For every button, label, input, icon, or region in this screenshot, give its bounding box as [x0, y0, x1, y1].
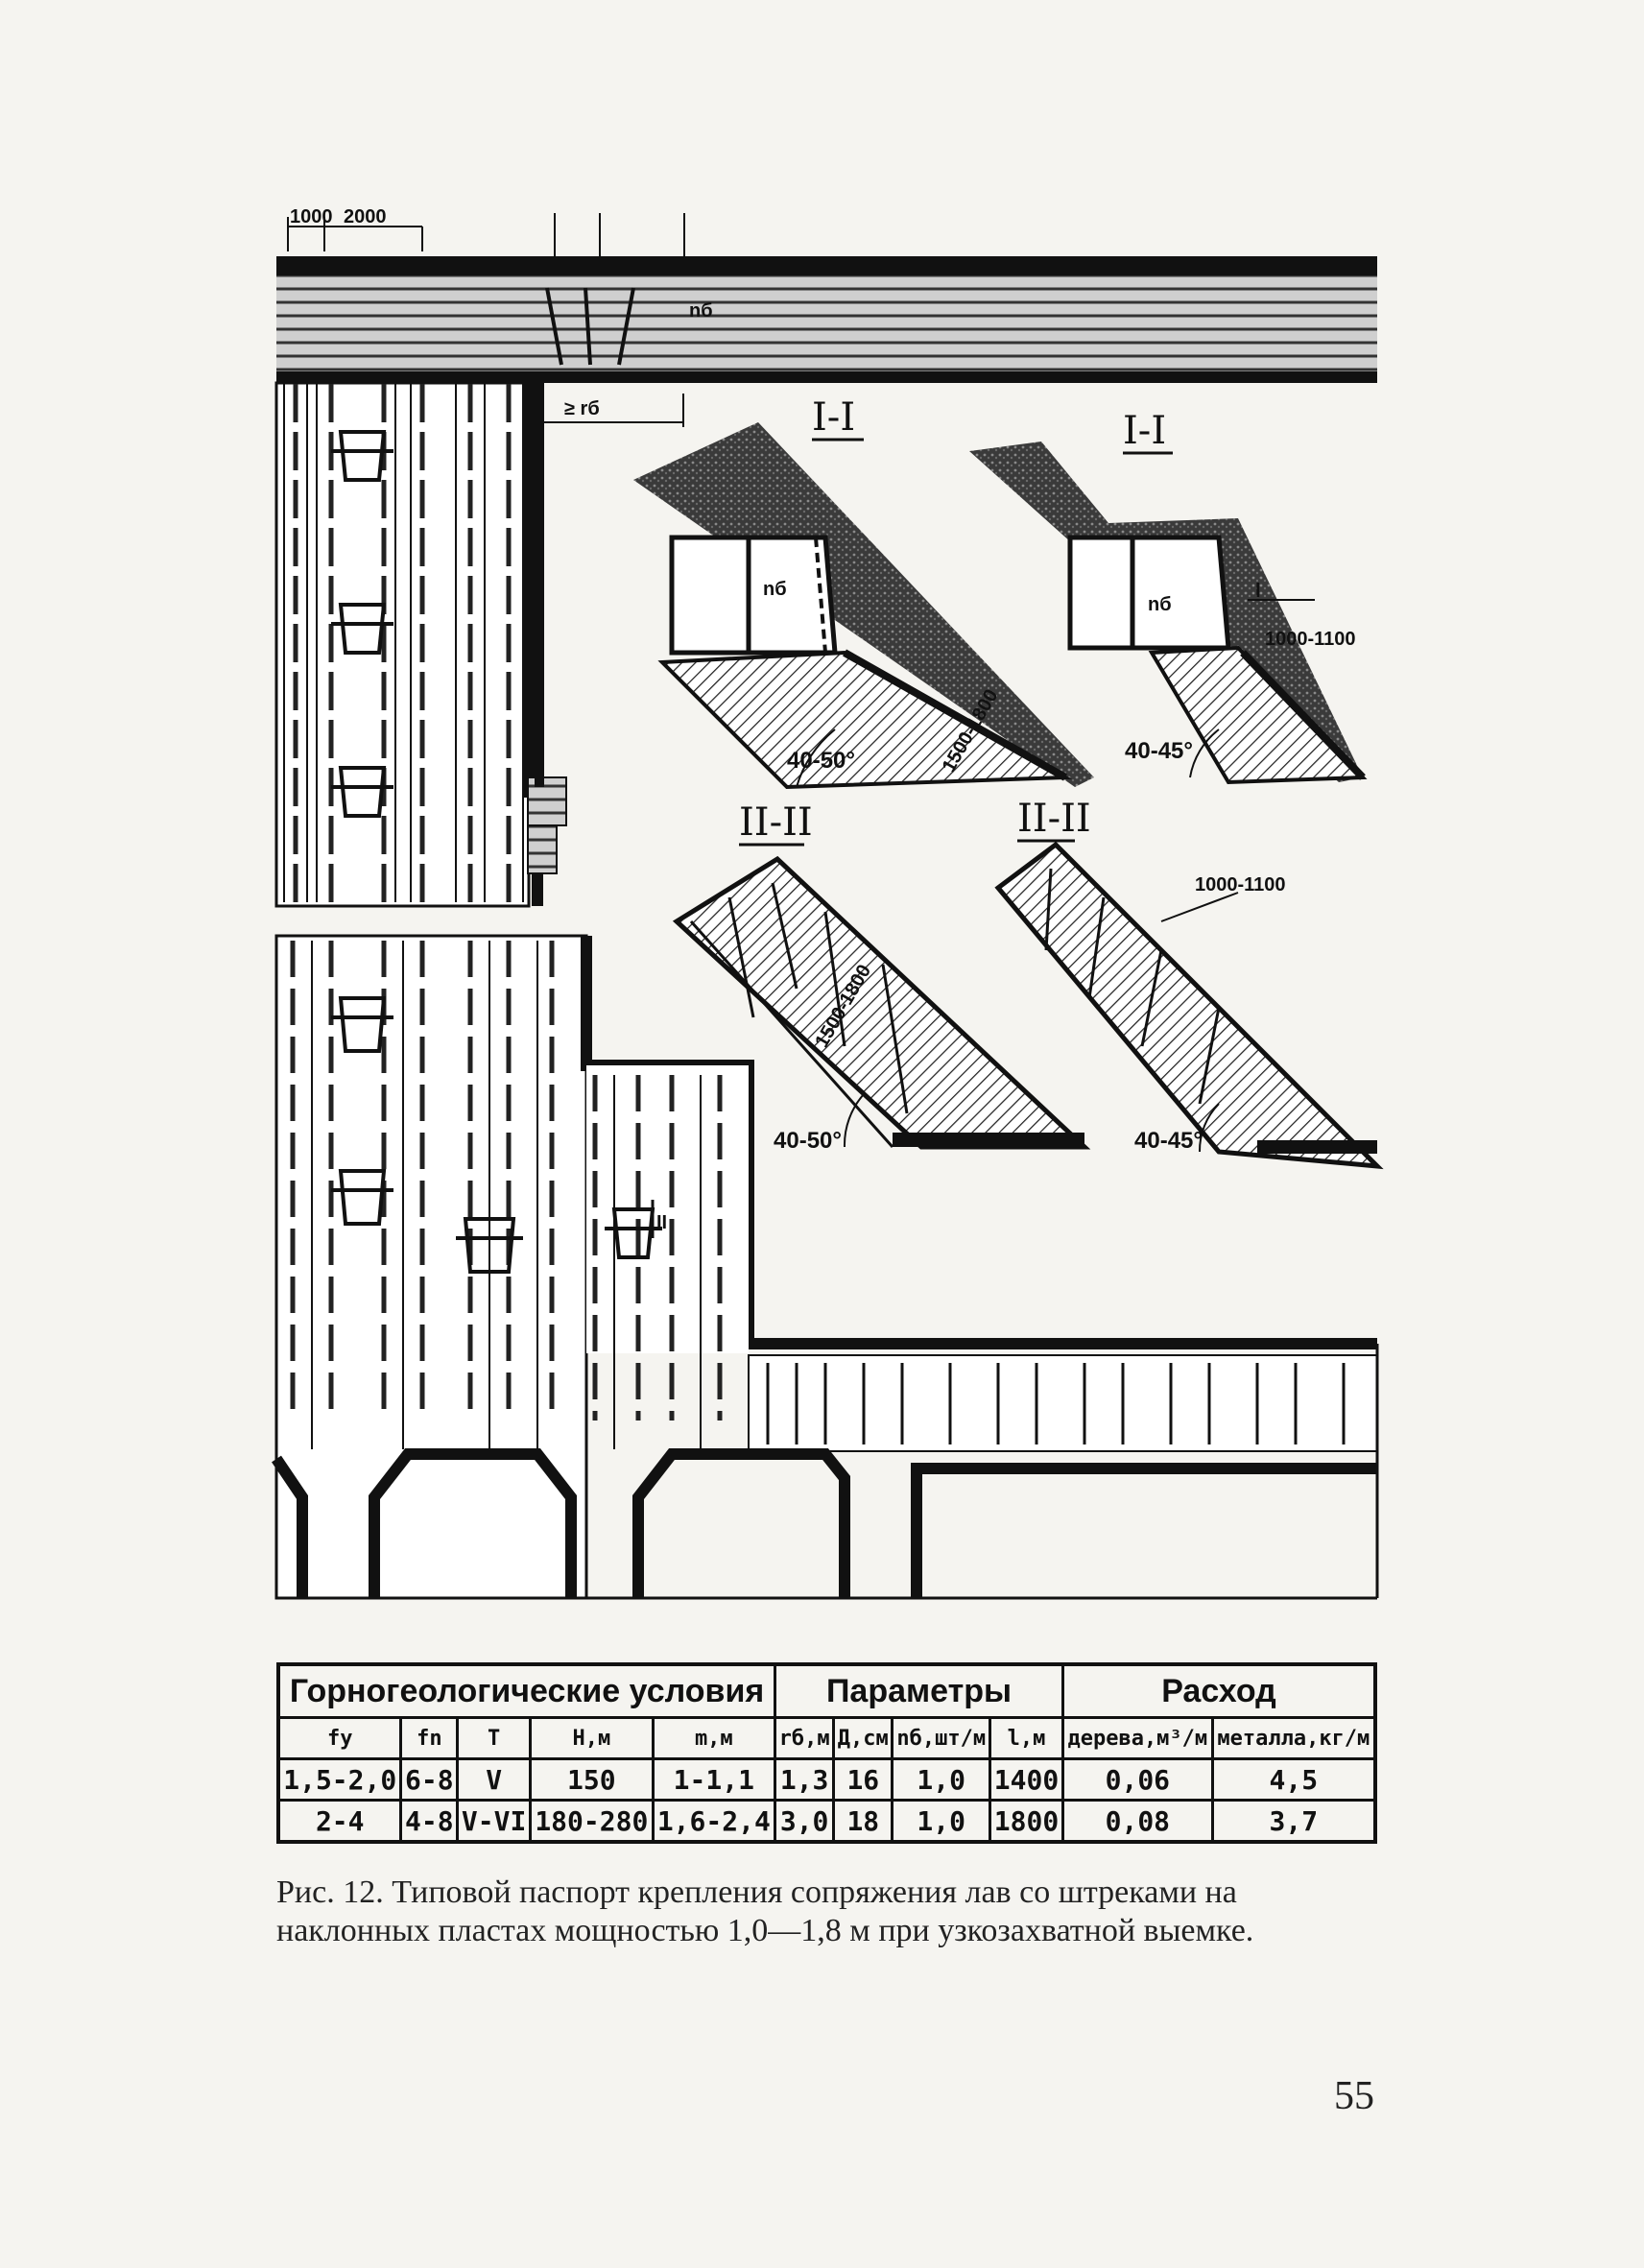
table-cell: 1,6-2,4 — [651, 1799, 777, 1844]
table-column-header-row: fу fn T Н,м m,м rб,м Д,см nб,шт/м l,м де… — [276, 1716, 1377, 1760]
table-cell: 180-280 — [529, 1799, 655, 1844]
col-header: l,м — [989, 1716, 1064, 1760]
section-I-I-left: I-I 40-50° nб 1500-1800 — [633, 395, 1094, 790]
group-header-geology: Горногеологические условия — [276, 1662, 777, 1719]
angle-label-2: 40-45° — [1125, 738, 1193, 764]
radius-label: ≥ rб — [564, 398, 600, 419]
section-label-3: II-II — [739, 800, 813, 845]
table-cell: 1,3 — [774, 1757, 836, 1802]
table-cell: V — [456, 1757, 533, 1802]
prop-label-plan: nб — [689, 300, 713, 322]
drift-band-top — [276, 256, 1377, 383]
group-header-parameters: Параметры — [774, 1662, 1064, 1719]
table-cell: 3,7 — [1210, 1799, 1377, 1844]
angle-label-3: 40-50° — [774, 1128, 842, 1154]
table-cell: 150 — [529, 1757, 655, 1802]
col-header: nб,шт/м — [891, 1716, 992, 1760]
col-header: fу — [276, 1716, 403, 1760]
table-cell: 4,5 — [1210, 1757, 1377, 1802]
top-dimension-line: 1000 2000 — [287, 206, 685, 256]
table-cell: 1-1,1 — [651, 1757, 777, 1802]
dim-2000: 2000 — [344, 206, 387, 227]
table-cell: 0,06 — [1060, 1757, 1214, 1802]
table-cell: 1,0 — [891, 1757, 992, 1802]
section-label-1: I-I — [812, 395, 855, 440]
table-cell: 18 — [832, 1799, 894, 1844]
longwall-plan-lower: II — [272, 934, 1379, 1600]
table-row: 1,5-2,0 6-8 V 150 1-1,1 1,3 16 1,0 1400 … — [276, 1757, 1377, 1802]
table-cell: 1,0 — [891, 1799, 992, 1844]
col-header: дерева,м³/м — [1060, 1716, 1214, 1760]
table-group-header-row: Горногеологические условия Параметры Рас… — [276, 1662, 1377, 1719]
prop-label-section-2: nб — [1148, 594, 1172, 615]
col-header: металла,кг/м — [1210, 1716, 1377, 1760]
table-cell: 1800 — [989, 1799, 1064, 1844]
table-cell: 0,08 — [1060, 1799, 1214, 1844]
table-cell: V-VI — [456, 1799, 533, 1844]
dim-1000: 1000 — [290, 206, 333, 227]
page-number: 55 — [1334, 2074, 1374, 2118]
table-row: 2-4 4-8 V-VI 180-280 1,6-2,4 3,0 18 1,0 … — [276, 1799, 1377, 1844]
table-cell: 1400 — [989, 1757, 1064, 1802]
table-cell: 3,0 — [774, 1799, 836, 1844]
caption-line-1: Рис. 12. Типовой паспорт крепления сопря… — [276, 1874, 1237, 1910]
table-cell: 16 — [832, 1757, 894, 1802]
caption-line-2: наклонных пластах мощностью 1,0—1,8 м пр… — [276, 1913, 1254, 1948]
table-cell: 1,5-2,0 — [276, 1757, 403, 1802]
col-header: rб,м — [774, 1716, 836, 1760]
dim-label-section-4: 1000-1100 — [1195, 874, 1286, 895]
col-header: Д,см — [832, 1716, 894, 1760]
col-header: T — [456, 1716, 533, 1760]
length-label: l — [1255, 581, 1261, 602]
col-header: fn — [399, 1716, 460, 1760]
longwall-plan-upper — [274, 381, 531, 908]
section-label-2: I-I — [1123, 409, 1166, 453]
table-cell: 6-8 — [399, 1757, 460, 1802]
drift-props — [545, 287, 635, 366]
table-cell: 4-8 — [399, 1799, 460, 1844]
section-label-4: II-II — [1017, 797, 1091, 841]
dim-label-section-2: 1000-1100 — [1265, 629, 1356, 650]
figure-caption: Рис. 12. Типовой паспорт крепления сопря… — [276, 1874, 1377, 1950]
section-II-II-right: II-II 1000-1100 40-45° — [994, 797, 1384, 1170]
angle-label-1: 40-50° — [787, 748, 855, 774]
parameters-table: Горногеологические условия Параметры Рас… — [276, 1662, 1377, 1844]
col-header: m,м — [651, 1716, 777, 1760]
angle-label-4: 40-45° — [1134, 1128, 1203, 1154]
section-mark-II-plan: II — [656, 1212, 667, 1233]
section-II-II-left: II-II 40-50° 1500-1800 — [672, 800, 1091, 1154]
group-header-consumption: Расход — [1060, 1662, 1377, 1719]
table-cell: 2-4 — [276, 1799, 403, 1844]
prop-label-section-1: nб — [763, 579, 787, 600]
section-I-I-right: I-I l 1000-1100 nб 40-45° — [969, 409, 1368, 785]
col-header: Н,м — [529, 1716, 655, 1760]
mine-support-drawing: 1000 2000 — [272, 206, 1384, 1600]
radius-marker: ≥ rб — [542, 394, 684, 427]
